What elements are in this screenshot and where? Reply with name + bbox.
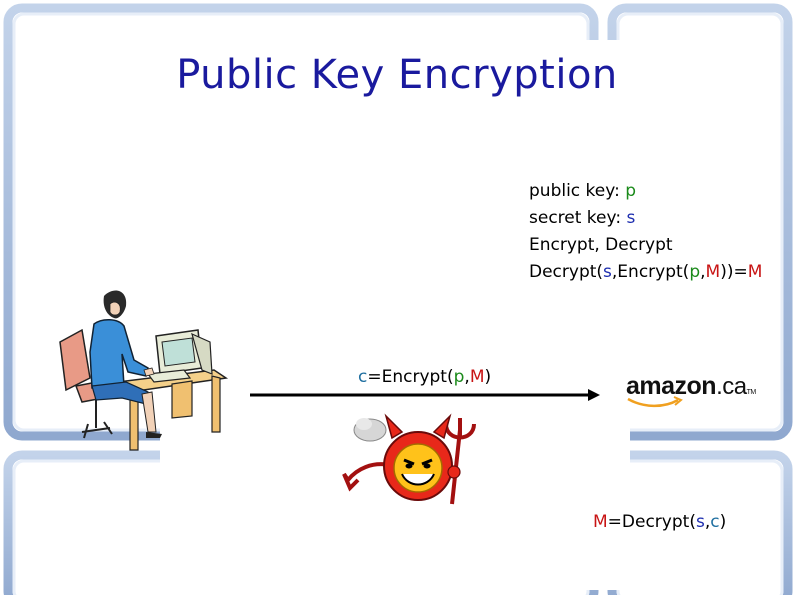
comma: ,	[704, 512, 711, 532]
comma: ,	[700, 262, 706, 282]
woman-at-computer-icon	[59, 290, 229, 451]
close-paren: )	[719, 512, 727, 532]
secret-symbol: s	[695, 512, 705, 532]
public-key-symbol: p	[625, 181, 637, 201]
functions-line: Encrypt, Decrypt	[529, 235, 673, 255]
amazon-logo-word: amazon	[626, 372, 717, 400]
amazon-logo-suffix: .ca	[716, 373, 747, 400]
arrow-icon	[250, 389, 600, 401]
close-paren: )	[484, 367, 492, 387]
message-symbol: M	[705, 262, 721, 282]
amazon-logo-tm: TM	[746, 389, 757, 396]
public-key-label: public key:	[529, 181, 626, 201]
encrypt-open: =Encrypt(	[367, 367, 454, 387]
secret-key-line: secret key: s	[529, 208, 635, 228]
secret-symbol: s	[603, 262, 612, 282]
ciphertext-symbol: c	[358, 367, 368, 387]
secret-key-symbol: s	[626, 208, 636, 228]
decrypt-open: =Decrypt(	[607, 512, 696, 532]
encrypt-open: ,Encrypt(	[611, 262, 690, 282]
amazon-smile-icon	[627, 396, 683, 408]
close-eq: ))=	[720, 262, 748, 282]
secret-key-label: secret key:	[529, 208, 627, 228]
message-symbol: M	[469, 367, 485, 387]
decrypt-open: Decrypt(	[529, 262, 604, 282]
correctness-line: Decrypt(s,Encrypt(p,M))=M	[529, 262, 762, 282]
public-symbol: p	[453, 367, 465, 387]
message-symbol: M	[593, 512, 608, 532]
amazon-logo-icon: amazon.caTM	[626, 372, 756, 401]
message-result: M	[747, 262, 763, 282]
comma: ,	[464, 367, 470, 387]
devil-icon	[342, 413, 476, 505]
ciphertext-symbol: c	[710, 512, 720, 532]
decrypt-label: M=Decrypt(s,c)	[593, 512, 726, 532]
slide-title: Public Key Encryption	[176, 52, 618, 98]
ciphertext-label: c=Encrypt(p,M)	[358, 367, 491, 387]
public-symbol: p	[689, 262, 701, 282]
public-key-line: public key: p	[529, 181, 636, 201]
